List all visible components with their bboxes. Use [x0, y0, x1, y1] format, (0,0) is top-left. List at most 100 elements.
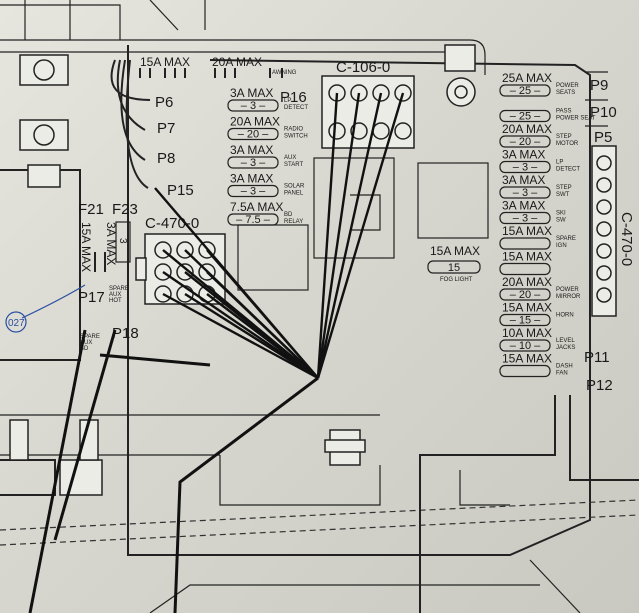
right-fuse-rating-4: 3A MAX	[502, 173, 545, 187]
left-plug-column	[110, 59, 283, 189]
right-fuse-body-5	[499, 211, 551, 225]
mid-fuse-body-3	[227, 184, 279, 198]
plug-p15: P15	[167, 182, 194, 199]
right-fuse-rating-8: 20A MAX	[502, 275, 552, 289]
mid-fuse-label2-4: RELAY	[284, 219, 303, 225]
mid-fuse-label2-1: SWITCH	[284, 134, 308, 140]
mid-fuse-label1-1: RADIO	[284, 127, 303, 133]
right-fuse-value-2: – 20 –	[510, 136, 541, 148]
mid-fuse-body-1	[227, 127, 279, 141]
spare-aux-hot-2: AUX	[109, 292, 121, 298]
right-fuse-label1-11: DASH	[556, 364, 573, 370]
right-fuse-label1-9: HORN	[556, 313, 574, 319]
right-fuse-body-4	[499, 186, 551, 199]
connector-c106-label: C-106-0	[336, 59, 390, 76]
mid-fuse-rating-4: 7.5A MAX	[230, 200, 283, 214]
right-fuse-rating-3: 3A MAX	[502, 148, 545, 162]
right-fuse-rating-5: 3A MAX	[502, 199, 545, 213]
fuse-f23-value: 3	[117, 238, 128, 244]
spare-aux-bd-2: AUX	[80, 340, 92, 346]
mid-fuse-body-0	[227, 99, 279, 112]
fuse-f21-label: F21	[78, 201, 104, 218]
mid-fuse-label2-0: DETECT	[284, 105, 308, 111]
right-fuse-label2-11: FAN	[556, 371, 568, 377]
plug-p11: P11	[584, 349, 610, 366]
fog-fuse-label: FOG LIGHT	[440, 277, 473, 283]
connector-c470-right: C-470-0	[591, 145, 635, 317]
right-fuse-label2-5: SW	[556, 218, 566, 224]
right-fuse-label2-3: DETECT	[556, 167, 580, 173]
right-fuse-label1-4: STEP	[556, 185, 572, 191]
harness-wires	[28, 0, 405, 613]
fog-light-fuse: 15A MAX 15 FOG LIGHT	[427, 244, 481, 283]
right-fuse-label1-2: STEP	[556, 134, 572, 140]
right-fuse-rating-2: 20A MAX	[502, 122, 552, 136]
connector-c106: C-106-0	[321, 59, 415, 149]
connector-c470-right-label: C-470-0	[618, 212, 635, 266]
right-fuse-body-6	[499, 237, 551, 250]
mid-fuse-value-1: – 20 –	[238, 129, 269, 141]
mid-fuse-rating-1: 20A MAX	[230, 115, 280, 129]
right-fuse-value-5: – 3 –	[513, 213, 538, 225]
mounting-bolts	[0, 44, 476, 496]
right-fuse-value-1: – 25 –	[510, 111, 541, 123]
plug-p5: P5	[594, 129, 612, 146]
right-fuse-label1-8: POWER	[556, 287, 579, 293]
spare-aux-bd-1: SPARE	[80, 334, 100, 340]
right-fuse-label2-2: MOTOR	[556, 141, 579, 147]
right-fuse-body-2	[499, 135, 551, 148]
connector-c470-left-label: C-470-0	[145, 215, 199, 232]
right-fuse-rating-11: 15A MAX	[502, 352, 552, 366]
mid-fuse-value-3: – 3 –	[241, 186, 266, 198]
mid-fuse-value-0: – 3 –	[241, 100, 266, 112]
fuse-f21-rating: 15A MAX	[79, 222, 93, 272]
spare-aux-hot-3: HOT	[109, 298, 122, 304]
plug-p6: P6	[155, 94, 173, 111]
right-fuse-label1-3: LP	[556, 160, 563, 166]
plug-p9: P9	[590, 77, 608, 94]
rating-15a-top: 15A MAX	[140, 55, 190, 69]
right-fuse-label1-10: LEVEL	[556, 338, 575, 344]
right-fuse-body-11	[499, 364, 551, 378]
plug-p7: P7	[157, 120, 175, 137]
right-fuse-body-0	[499, 84, 551, 97]
fuse-f23-label: F23	[112, 201, 138, 218]
fog-fuse-rating: 15A MAX	[430, 244, 480, 258]
plug-p8: P8	[157, 150, 175, 167]
fuse-f23-rating: 3A MAX	[104, 222, 118, 265]
right-fuse-body-7	[499, 262, 551, 276]
right-fuse-value-10: – 10 –	[510, 340, 541, 352]
mid-fuse-label1-3: SOLAR	[284, 184, 305, 190]
mid-fuse-value-4: – 7.5 –	[236, 214, 271, 226]
right-fuse-label2-0: SEATS	[556, 90, 575, 96]
mid-fuse-value-2: – 3 –	[241, 157, 266, 169]
mid-fuse-rating-0: 3A MAX	[230, 86, 273, 100]
right-fuse-rating-10: 10A MAX	[502, 326, 552, 340]
mid-fuse-body-2	[227, 156, 279, 169]
right-fuse-label2-1: POWER SEAT	[556, 116, 596, 122]
plug-p17: P17	[78, 289, 105, 306]
mid-fuse-label2-2: START	[284, 162, 303, 168]
right-fuse-rating-6: 15A MAX	[502, 224, 552, 238]
right-fuse-label1-1: PASS	[556, 109, 572, 115]
spare-aux-bd-3: BD	[80, 346, 89, 352]
rating-20a-top: 20A MAX	[212, 55, 262, 69]
awning-label: AWNING	[272, 70, 297, 76]
right-fuse-rating-9: 15A MAX	[502, 301, 552, 315]
right-fuse-value-9: – 15 –	[510, 315, 541, 327]
callout-027: 027	[8, 318, 25, 329]
right-fuse-value-8: – 20 –	[510, 289, 541, 301]
mid-fuse-label1-4: BD	[284, 212, 293, 218]
right-fuse-value-0: – 25 –	[510, 85, 541, 97]
right-fuse-body-3	[499, 160, 551, 174]
mid-fuse-label1-2: AUX	[284, 155, 296, 161]
plug-p16: P16	[280, 89, 307, 106]
mid-fuse-body-4	[227, 213, 279, 226]
mid-fuse-rating-3: 3A MAX	[230, 172, 273, 186]
right-fuse-rating-0: 25A MAX	[502, 71, 552, 85]
right-fuse-value-3: – 3 –	[513, 162, 538, 174]
